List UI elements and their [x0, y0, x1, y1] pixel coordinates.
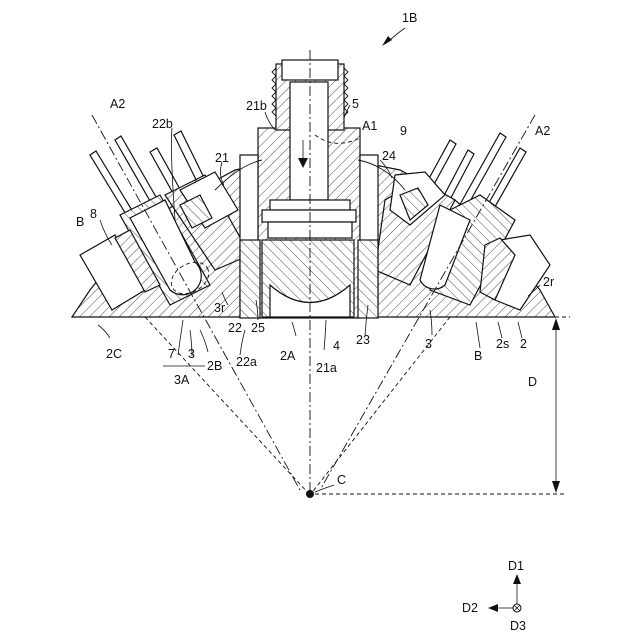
lens-element — [262, 240, 354, 317]
label-2s: 2s — [496, 337, 509, 351]
label-25: 25 — [251, 321, 265, 335]
label-D2: D2 — [462, 601, 478, 615]
label-24: 24 — [382, 149, 396, 163]
label-2: 2 — [520, 337, 527, 351]
label-B-left: B — [76, 215, 84, 229]
label-23: 23 — [356, 333, 370, 347]
label-A2-right: A2 — [535, 124, 550, 138]
label-3-left: 3 — [188, 347, 195, 361]
label-8: 8 — [90, 207, 97, 221]
figure-label: 1B — [402, 11, 417, 25]
label-21: 21 — [215, 151, 229, 165]
label-A2-left: A2 — [110, 97, 125, 111]
label-2B: 2B — [207, 359, 222, 373]
label-D: D — [528, 375, 537, 389]
label-21b: 21b — [246, 99, 267, 113]
label-3-right: 3 — [425, 337, 432, 351]
label-2r: 2r — [543, 275, 554, 289]
label-5: 5 — [352, 97, 359, 111]
label-3r: 3r — [214, 301, 225, 315]
label-D3: D3 — [510, 619, 526, 633]
label-B-right: B — [474, 349, 482, 363]
label-7: 7 — [168, 347, 175, 361]
label-2A: 2A — [280, 349, 296, 363]
label-3A: 3A — [174, 373, 190, 387]
dim-arrow-bottom — [552, 481, 560, 493]
label-22a: 22a — [236, 355, 257, 369]
label-2C: 2C — [106, 347, 122, 361]
label-D1: D1 — [508, 559, 524, 573]
label-C: C — [337, 473, 346, 487]
label-9: 9 — [400, 124, 407, 138]
label-4: 4 — [333, 339, 340, 353]
label-22: 22 — [228, 321, 242, 335]
axis-glyph — [488, 574, 521, 612]
label-1B-arrowhead — [382, 36, 392, 46]
label-A1: A1 — [362, 119, 377, 133]
dim-arrow-top — [552, 318, 560, 330]
label-22b: 22b — [152, 117, 173, 131]
label-21a: 21a — [316, 361, 337, 375]
focus-point-C — [306, 490, 314, 498]
cone-left — [145, 317, 310, 495]
